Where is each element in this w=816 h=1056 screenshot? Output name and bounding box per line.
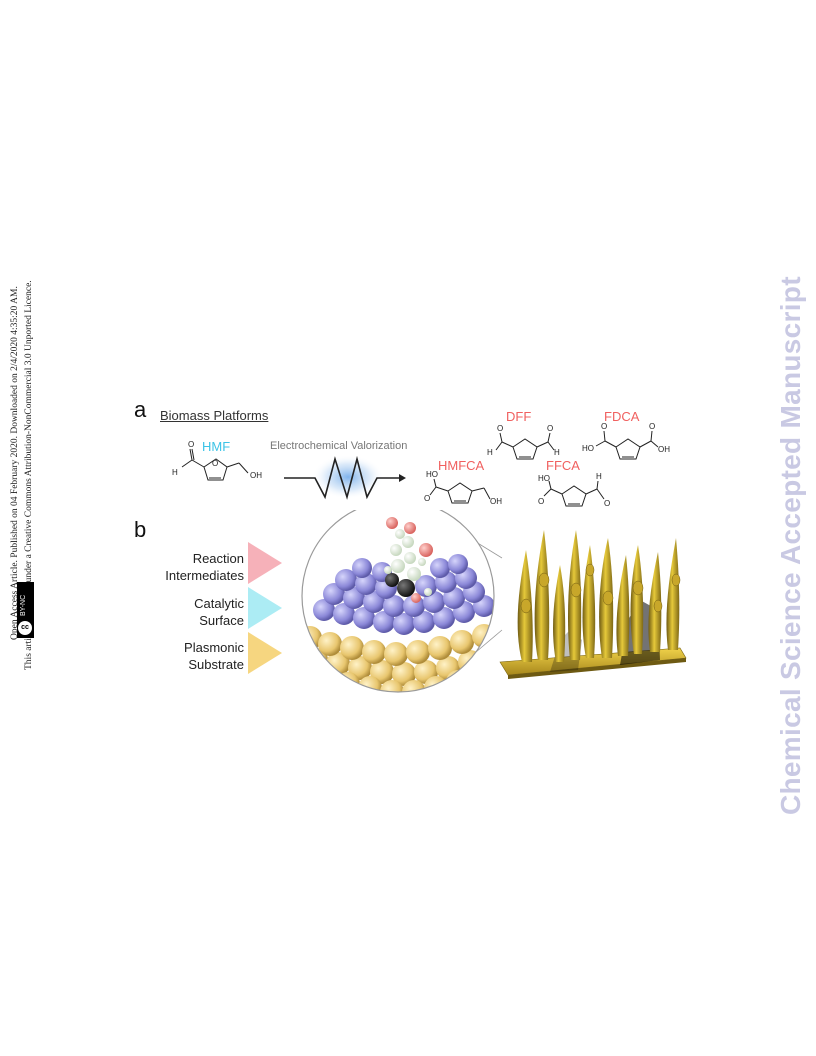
panel-a-drawing: O H O OH O H O H xyxy=(172,422,670,508)
fdca-structure xyxy=(595,430,659,460)
label-reaction-line2: Intermediates xyxy=(165,568,244,583)
zoom-circle-outline xyxy=(301,510,495,693)
accepted-manuscript-watermark: Chemical Science Accepted Manuscript xyxy=(775,276,806,815)
hmfca-structure xyxy=(429,478,491,504)
arrow-head-icon xyxy=(399,474,406,482)
dff-atom-h2: H xyxy=(554,448,560,457)
panel-b-letter: b xyxy=(134,517,147,542)
label-reaction-intermediates: Reaction Intermediates xyxy=(138,550,244,584)
hmfca-atom-o: O xyxy=(424,494,430,503)
hmf-structure xyxy=(181,448,249,481)
cc-icon: cc xyxy=(18,621,32,635)
ffca-atom-o: O xyxy=(538,497,544,506)
dff-structure xyxy=(495,432,555,460)
plasmonic-nanostructure xyxy=(499,530,687,679)
molecule-label-hmfca: HMFCA xyxy=(438,458,485,473)
label-catalytic-line2: Surface xyxy=(199,613,244,628)
molecule-label-hmf: HMF xyxy=(202,439,231,454)
dff-atom-o1: O xyxy=(497,424,503,433)
molecule-label-dff: DFF xyxy=(506,409,532,424)
cc-license-badge[interactable]: cc BY-NC xyxy=(17,582,34,638)
hmf-atom-h: H xyxy=(172,468,178,477)
label-plasmonic-substrate: Plasmonic Substrate xyxy=(138,639,244,673)
figure: a Biomass Platforms HMF DFF FDCA HMFCA F… xyxy=(130,395,690,715)
label-catalytic-surface: Catalytic Surface xyxy=(138,595,244,629)
label-reaction-line1: Reaction xyxy=(192,551,244,566)
catalytic-surface-marker xyxy=(248,587,282,629)
fdca-atom-o2: O xyxy=(649,422,655,431)
ffca-atom-o2: O xyxy=(604,499,610,508)
panel-b-drawing xyxy=(248,510,687,693)
cc-badge-text: BY-NC xyxy=(20,594,27,616)
label-catalytic-line1: Catalytic xyxy=(194,596,244,611)
hmf-atom-o-ring: O xyxy=(212,459,218,468)
label-plasmonic-line1: Plasmonic xyxy=(184,640,244,655)
ffca-structure xyxy=(543,480,605,507)
ffca-atom-h: H xyxy=(596,472,602,481)
valorization-glow xyxy=(312,455,384,499)
molecule-label-ffca: FFCA xyxy=(546,458,580,473)
zoom-line-top xyxy=(475,541,503,559)
fdca-atom-ho: HO xyxy=(582,444,594,453)
hmf-atom-o1: O xyxy=(188,440,194,449)
label-plasmonic-line2: Substrate xyxy=(188,657,244,672)
zoom-line-bottom xyxy=(475,629,503,653)
reaction-intermediates-marker xyxy=(248,542,282,584)
ffca-atom-ho: HO xyxy=(538,474,550,483)
atomic-surface-zoom xyxy=(302,510,494,692)
process-label: Electrochemical Valorization xyxy=(270,440,408,452)
plasmonic-substrate-marker xyxy=(248,632,282,674)
panel-a-letter: a xyxy=(134,397,147,422)
molecule-label-fdca: FDCA xyxy=(604,409,640,424)
dff-atom-o2: O xyxy=(547,424,553,433)
hmf-atom-oh: OH xyxy=(250,471,262,480)
fdca-atom-o1: O xyxy=(601,422,607,431)
hmfca-atom-ho: HO xyxy=(426,470,438,479)
panel-a-heading: Biomass Platforms xyxy=(160,408,269,423)
dff-atom-h1: H xyxy=(487,448,493,457)
fdca-atom-oh: OH xyxy=(658,445,670,454)
hmfca-atom-oh: OH xyxy=(490,497,502,506)
valorization-zigzag-arrow xyxy=(284,455,402,500)
